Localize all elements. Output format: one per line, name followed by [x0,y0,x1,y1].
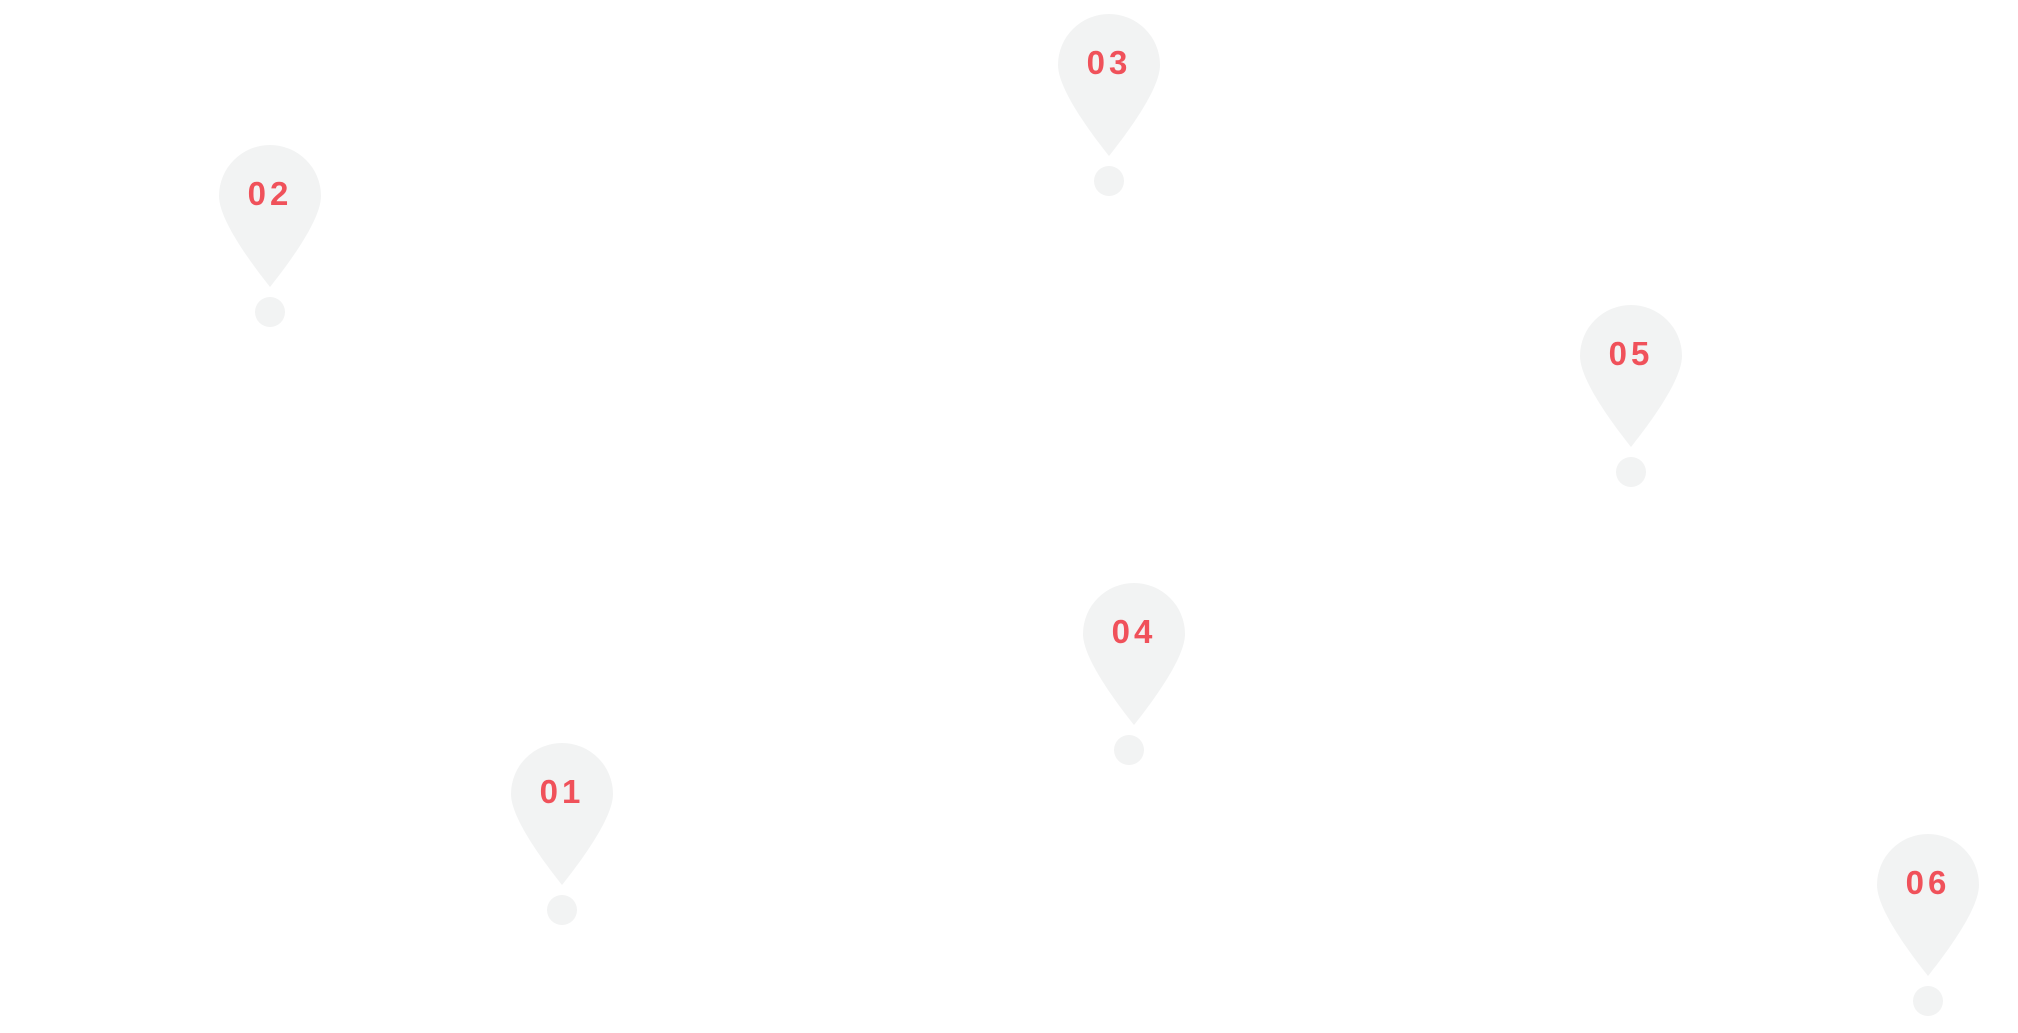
pin-anchor-dot [1913,986,1943,1016]
pin-marker-icon [1058,14,1160,156]
pin-marker-icon [511,743,613,885]
pin-number: 05 [1608,335,1654,372]
pin-number: 01 [539,773,585,810]
pin-anchor-dot [1616,457,1646,487]
map-pin-06[interactable]: 06 [1877,834,1979,1024]
pin-marker-icon [1580,305,1682,447]
pin-anchor-dot [1094,166,1124,196]
pin-number: 03 [1086,44,1132,81]
map-pin-05[interactable]: 05 [1580,305,1682,495]
map-pin-04[interactable]: 04 [1083,583,1185,773]
pin-marker-icon [1083,583,1185,725]
pin-anchor-dot [1114,735,1144,765]
pin-marker-icon [1877,834,1979,976]
pin-marker-icon [219,145,321,287]
map-pin-01[interactable]: 01 [511,743,613,933]
map-pin-03[interactable]: 03 [1058,14,1160,204]
pin-number: 02 [247,175,293,212]
pin-number: 06 [1905,864,1951,901]
map-pin-02[interactable]: 02 [219,145,321,335]
pin-anchor-dot [547,895,577,925]
pin-anchor-dot [255,297,285,327]
pin-number: 04 [1111,613,1157,650]
